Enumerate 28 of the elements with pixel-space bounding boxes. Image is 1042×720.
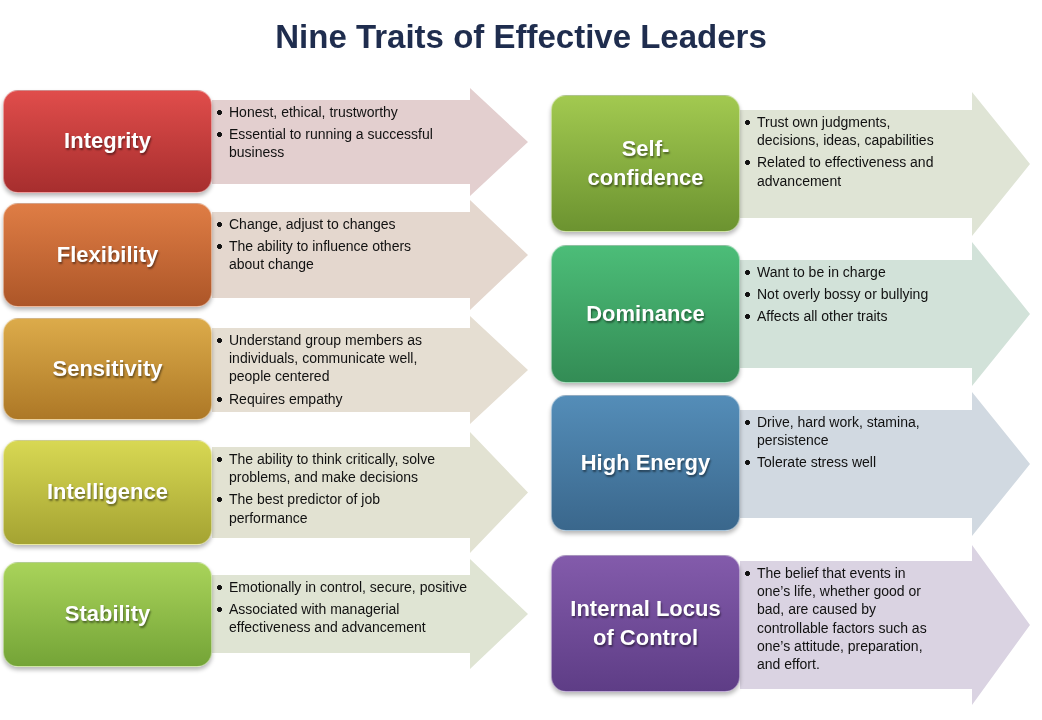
trait-box (3, 90, 212, 193)
trait-title: Intelligence (46, 478, 168, 507)
arrow-shape (212, 316, 528, 424)
arrow-shape (212, 88, 528, 196)
trait-box (3, 562, 212, 667)
trait-title: Integrity (64, 127, 151, 156)
trait-title: Sensitivity (52, 354, 163, 383)
arrow-shape (212, 200, 528, 310)
trait-box (551, 245, 740, 383)
arrow-shape (212, 432, 528, 553)
trait-title: High Energy (580, 448, 711, 477)
trait-box (551, 395, 740, 531)
trait-box (3, 318, 212, 420)
trait-box (3, 203, 212, 307)
trait-title: Internal Locus of Control (569, 594, 722, 652)
trait-title: Self-confidence (586, 134, 705, 192)
arrow-shape (740, 92, 1030, 236)
arrow-shape (740, 545, 1030, 705)
trait-title: Stability (64, 600, 151, 629)
trait-box (551, 95, 740, 232)
arrow-shape (212, 559, 528, 669)
arrow-shape (740, 392, 1030, 536)
trait-title: Dominance (586, 299, 705, 328)
trait-box (551, 555, 740, 692)
trait-box (3, 440, 212, 545)
title: Nine Traits of Effective Leaders (275, 18, 767, 55)
trait-title: Flexibility (56, 240, 159, 269)
arrow-shape (740, 242, 1030, 386)
